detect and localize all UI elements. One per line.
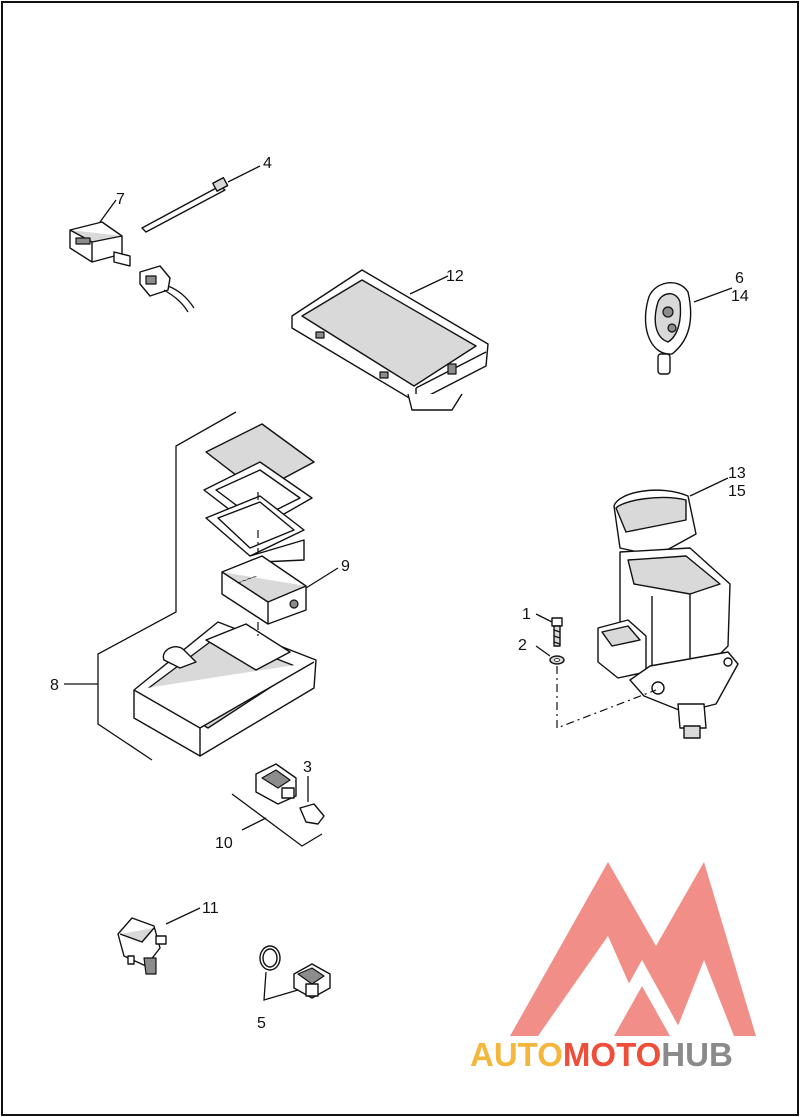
- callout-5: 5: [257, 1015, 266, 1032]
- callout-8: 8: [50, 677, 59, 694]
- callout-10: 10: [215, 835, 233, 852]
- callout-11: 11: [202, 900, 219, 917]
- ignition-switch-part: [597, 489, 739, 739]
- leader-line-2: [535, 645, 551, 657]
- callout-14: 14: [731, 288, 749, 305]
- callout-6: 6: [735, 270, 744, 287]
- leader-line-6-14: [693, 287, 733, 303]
- callout-7: 7: [116, 191, 125, 208]
- callout-3: 3: [303, 759, 312, 776]
- triangle-logo-icon: [510, 862, 756, 1036]
- cable-tie-part: [141, 176, 229, 233]
- guide-line: [556, 666, 657, 729]
- battery-housing-part: ~~~~: [97, 411, 317, 761]
- callout-15: 15: [728, 483, 746, 500]
- callout-1: 1: [522, 606, 531, 623]
- module-part: [291, 269, 489, 411]
- watermark-hub: HUB: [661, 1036, 733, 1073]
- leader-line-11: [165, 907, 201, 925]
- connector-part: [69, 221, 195, 313]
- washer-part: [549, 655, 565, 665]
- leader-line-9: [305, 567, 339, 589]
- key-fob-part: [644, 282, 692, 375]
- leader-line-7: [99, 199, 117, 223]
- plug-part: [259, 945, 331, 1001]
- callout-12: 12: [446, 268, 464, 285]
- sensor-bracket-part: [117, 917, 167, 975]
- callout-13: 13: [728, 465, 746, 482]
- callout-4: 4: [263, 155, 272, 172]
- leader-line-10: [241, 817, 267, 831]
- leader-line-12: [409, 275, 449, 295]
- watermark-moto: MOTO: [563, 1036, 661, 1073]
- sensor-part: [231, 763, 325, 847]
- watermark-auto: AUTO: [470, 1036, 563, 1073]
- leader-line-4: [227, 165, 261, 183]
- screw-part: [551, 617, 563, 647]
- watermark-text: AUTOMOTOHUB: [470, 1036, 733, 1073]
- leader-line-13-15: [689, 477, 729, 497]
- leader-line-1: [535, 613, 553, 623]
- callout-9: 9: [341, 558, 350, 575]
- watermark-logo: [510, 862, 756, 1036]
- callout-2: 2: [518, 637, 527, 654]
